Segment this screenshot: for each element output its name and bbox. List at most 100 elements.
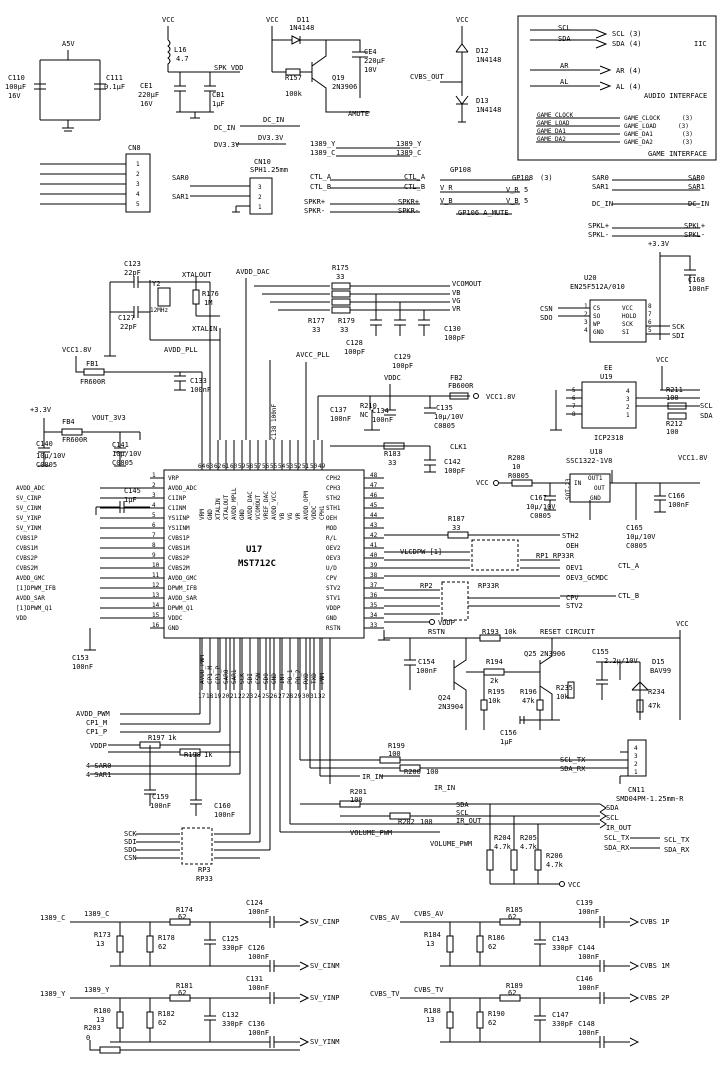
c127-val: 22pF (120, 323, 137, 331)
ir-out-2: IR_OUT (606, 824, 632, 832)
c135-pkg: C0805 (434, 422, 455, 430)
u17-pin-num: 44 (370, 512, 378, 519)
net-dc-in: DC_IN (214, 124, 235, 132)
rp2: RP2 (420, 582, 433, 590)
net-ctla-l: CTL_A (310, 173, 332, 181)
u17-pin-num: 63 (206, 463, 214, 470)
r183-ref: R183 (384, 450, 401, 458)
u17-pin-num: 13 (152, 592, 160, 599)
u17-pin-num: 37 (370, 582, 378, 589)
u17-pin-label: STH1 (326, 505, 341, 512)
audio-title: AUDIO INTERFACE (644, 92, 707, 100)
filter-cs-ref: C125 (222, 935, 239, 943)
u17-pin-num: 12 (152, 582, 160, 589)
filter-c1-val: 100nF (578, 984, 599, 992)
u17-pin-num: 25 (262, 693, 270, 700)
r187-ref: R187 (448, 515, 465, 523)
r234-val: 47k (648, 702, 661, 710)
rs-spklp-l: SPKL+ (588, 222, 609, 230)
rom-pin-label: VCC (622, 305, 633, 312)
filter-ra-ref: R185 (506, 906, 523, 914)
net-gp108: GP108 (450, 166, 471, 174)
net-spk-vdd: SPK_VDD (214, 64, 244, 72)
filter-out-p: SV_CINP (310, 918, 340, 926)
c128-val: 100pF (344, 348, 365, 356)
u17-pin-label: CPH2 (326, 475, 341, 482)
u17-left-net: SV_CINM (16, 505, 42, 512)
rp1: RP1 RP33R (536, 552, 575, 560)
net-oev3: OEV3_GCMDC (566, 574, 608, 582)
u17-pin-label: GND (271, 673, 278, 684)
net-spkr-m-r: SPKR- (398, 207, 419, 215)
u17-left-net: CVBS1P (16, 535, 38, 542)
filter-cs-ref: C132 (222, 1011, 239, 1019)
c142-ref: C142 (444, 458, 461, 466)
avdd-pwm: AVDD_PWM (76, 710, 110, 718)
u17-pin-label: CPH1 (319, 505, 326, 520)
r176-val: 1M (204, 299, 212, 307)
u17-pin-label: C1INP (168, 495, 186, 502)
c167-val: 10μ/10V (526, 503, 556, 511)
u17-pin-num: 21 (230, 693, 238, 700)
r194-val: 2k (490, 677, 499, 685)
reset-vcc: VCC (676, 620, 689, 628)
ce1-val: 220μF (138, 91, 159, 99)
filter-rb-val: 62 (488, 943, 496, 951)
c168-ref: C168 (688, 276, 705, 284)
c127-ref: C127 (118, 314, 135, 322)
rstn: RSTN (428, 628, 445, 636)
game-da2-ref: (3) (682, 139, 693, 146)
u17-right-nets: R187 33 STH2 OEH VLCDPW [1] RP1 RP33R OE… (378, 515, 640, 641)
c159-ref: C159 (152, 793, 169, 801)
filter-c1-ref: C131 (246, 975, 263, 983)
u17-pin-num: 57 (254, 463, 262, 470)
filter-ra-val: 62 (178, 989, 186, 997)
r202-ref: R202 (398, 818, 415, 826)
u17-pin-num: 40 (370, 552, 378, 559)
u18-in: IN (574, 480, 582, 487)
u17-pin-label: CPH3 (326, 485, 341, 492)
r201-ref: R201 (350, 788, 367, 796)
filter-out-p: SV_YINP (310, 994, 340, 1002)
scl-tx: SCL_TX (560, 756, 586, 764)
u17-pin-label: CVBS1M (168, 545, 190, 552)
filter-ra-ref: R189 (506, 982, 523, 990)
r212-val: 100 (666, 428, 679, 436)
c130-val: 100pF (444, 334, 465, 342)
c129-val: 100pF (392, 362, 413, 370)
u17-pin-num: 58 (246, 463, 254, 470)
net-vcc-2: VCC (266, 16, 279, 24)
r206-ref: R206 (546, 852, 563, 860)
u20-ref: U20 (584, 274, 597, 282)
rs-spklp-r: SPKL+ (684, 222, 705, 230)
avdd-pll: AVDD_PLL (164, 346, 198, 354)
power-filters: VCC1.8V FB1 FR600R AVDD_PLL C133 100nF A… (30, 346, 516, 475)
cn10-pin1: 1 (258, 204, 262, 211)
d13-ref: D13 (476, 97, 489, 105)
game-da1-r: GAME_DA1 (624, 131, 653, 138)
ce4-val: 220μF (364, 57, 385, 65)
r205-ref: R205 (520, 834, 537, 842)
fb1-part: FR600R (80, 378, 106, 386)
c138: C138 100nF (271, 403, 278, 440)
filter-input-net: CVBS_AV (370, 914, 400, 922)
u17-pin-label: R/L (326, 535, 337, 542)
u17-pin-label: GND (168, 625, 179, 632)
cp1m: CP1_M (86, 719, 107, 727)
u17-pin-label: VCOMOUT (255, 494, 262, 520)
c140-ref: C140 (36, 440, 53, 448)
game-load-r: GAME_LOAD (624, 123, 657, 130)
u17-pin-label: AVDD_MPLL (231, 487, 238, 520)
game-clock-ref: (3) (682, 115, 693, 122)
filter-ra-ref: R174 (176, 906, 193, 914)
u17-pin-num: 50 (310, 463, 318, 470)
r204-val: 4.7k (494, 843, 512, 851)
filter-c2-ref: C126 (248, 944, 265, 952)
u17-pin-label: AVDD_DAC (247, 491, 254, 520)
u17-pin-label: AVDD_OPM (303, 491, 310, 520)
filter-cs-val: 330pF (552, 944, 573, 952)
rs-dcin-l: DC_IN (592, 200, 613, 208)
net-vb: VB (452, 289, 460, 297)
u17-pin-label: RSTN (326, 625, 341, 632)
filter-input-net: 1389_Y (40, 990, 66, 998)
